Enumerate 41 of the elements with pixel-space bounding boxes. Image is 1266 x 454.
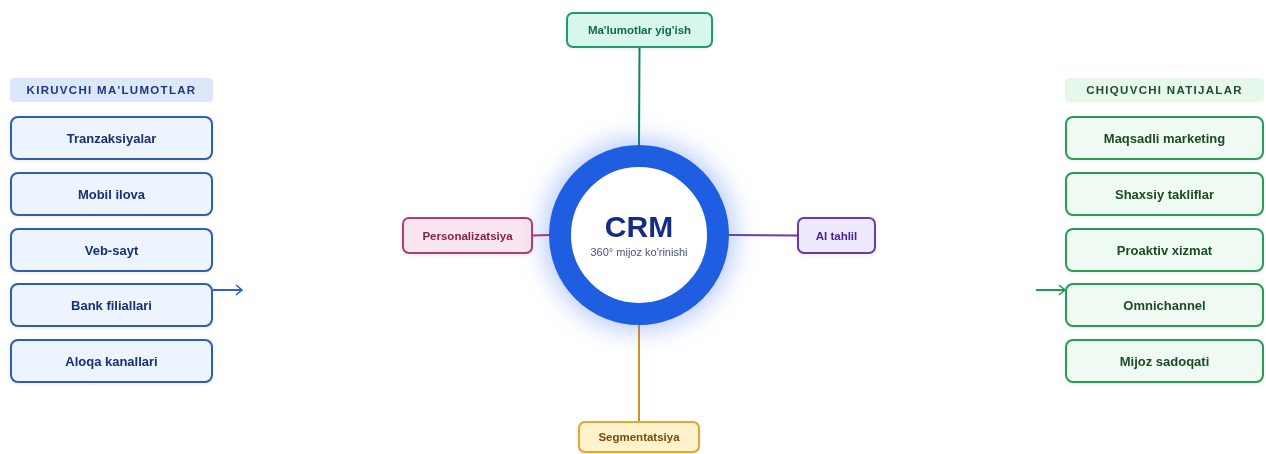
connector-line [532, 234, 550, 237]
node-label: Aloqa kanallari [65, 353, 158, 369]
node-label: Personalizatsiya [422, 229, 513, 242]
section-header [1065, 78, 1264, 102]
node-label: Proaktiv xizmat [1116, 242, 1213, 258]
node-label: AI tahlil [815, 229, 858, 242]
hub-circle [549, 145, 729, 325]
node-label: Veb-sayt [84, 242, 139, 258]
connector-line [638, 47, 641, 146]
input-box [10, 228, 213, 272]
output-box [1065, 339, 1264, 383]
input-box [10, 116, 213, 160]
connector-line [728, 234, 798, 237]
input-box [10, 172, 213, 216]
node-label: Mijoz sadoqati [1119, 353, 1210, 369]
input-box [10, 339, 213, 383]
output-box [1065, 116, 1264, 160]
hub-subtitle: 360° mijoz ko'rinishi [590, 245, 688, 260]
section-header [10, 78, 213, 102]
node-label: Mobil ilova [77, 186, 146, 202]
output-box [1065, 283, 1264, 327]
arrow [1035, 284, 1066, 296]
node-label: KIRUVCHI MA'LUMOTLAR [26, 84, 197, 96]
node-label: Shaxsiy takliflar [1115, 186, 1214, 202]
output-box [1065, 228, 1264, 272]
output-box [1065, 172, 1264, 216]
process-box [578, 421, 700, 453]
node-label: CHIQUVCHI NATIJALAR [1086, 84, 1243, 96]
process-box [566, 12, 713, 48]
input-box [10, 283, 213, 327]
arrow [212, 284, 243, 296]
node-label: Segmentatsiya [598, 431, 680, 443]
process-box [402, 217, 533, 254]
connector-line [638, 324, 640, 422]
node-label: Tranzaksiyalar [66, 130, 157, 146]
node-label: Omnichannel [1123, 297, 1206, 313]
node-label: Ma'lumotlar yig'ish [587, 24, 692, 36]
hub-title: CRM [604, 210, 674, 244]
node-label: Maqsadli marketing [1103, 130, 1226, 146]
process-box [797, 217, 876, 254]
node-label: Bank filiallari [71, 297, 152, 313]
